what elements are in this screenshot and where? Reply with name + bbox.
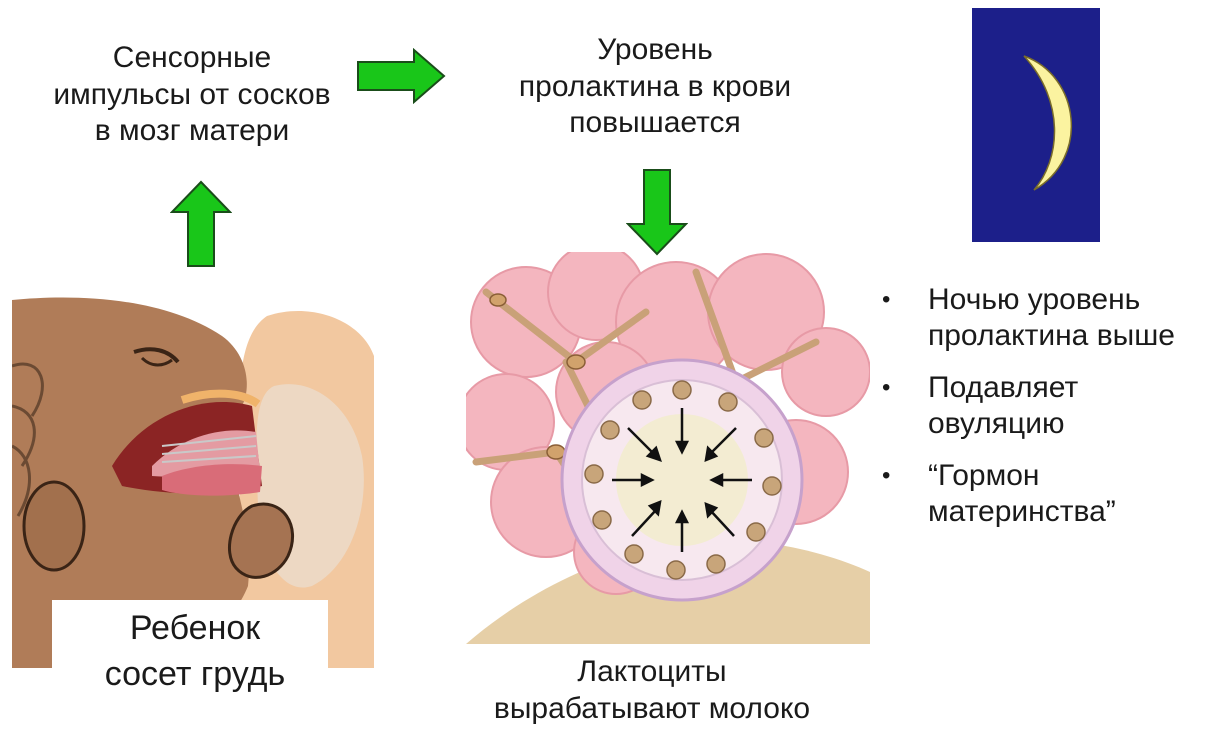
bullet-icon: • bbox=[882, 458, 890, 494]
fact-item-motherhood-hormone: • “Гормон материнства” bbox=[874, 458, 1214, 530]
caption-prolactin-rises: Уровень пролактина в крови повышается bbox=[490, 32, 820, 142]
caption-prolactin-line-3: повышается bbox=[490, 105, 820, 142]
caption-prolactin-line-2: пролактина в крови bbox=[490, 69, 820, 106]
caption-baby-line-2: сосет грудь bbox=[50, 652, 340, 698]
crescent-moon-icon bbox=[972, 8, 1100, 242]
right-arrow-icon bbox=[356, 48, 446, 104]
down-arrow-icon bbox=[626, 168, 688, 256]
caption-lactocytes-produce-milk: Лактоциты вырабатывают молоко bbox=[462, 654, 842, 727]
fact-line-2: пролактина выше bbox=[928, 318, 1214, 354]
facts-list: • Ночью уровень пролактина выше • Подавл… bbox=[874, 282, 1214, 546]
caption-sensory-line-1: Сенсорные bbox=[22, 40, 362, 77]
fact-item-night-level: • Ночью уровень пролактина выше bbox=[874, 282, 1214, 354]
caption-prolactin-line-1: Уровень bbox=[490, 32, 820, 69]
fact-line-2: овуляцию bbox=[928, 406, 1214, 442]
bullet-icon: • bbox=[882, 370, 890, 406]
caption-lactocytes-line-2: вырабатывают молоко bbox=[462, 691, 842, 728]
caption-baby-line-1: Ребенок bbox=[50, 606, 340, 652]
caption-sensory-line-3: в мозг матери bbox=[22, 113, 362, 150]
caption-lactocytes-line-1: Лактоциты bbox=[462, 654, 842, 691]
bullet-icon: • bbox=[882, 282, 890, 318]
lactocytes-alveolus-illustration bbox=[466, 252, 870, 644]
fact-line-2: материнства” bbox=[928, 494, 1214, 530]
up-arrow-icon bbox=[170, 180, 232, 268]
caption-sensory-line-2: импульсы от сосков bbox=[22, 77, 362, 114]
caption-baby-suckles: Ребенок сосет грудь bbox=[50, 606, 340, 698]
fact-line-1: Ночью уровень bbox=[928, 282, 1214, 318]
caption-sensory-impulses: Сенсорные импульсы от сосков в мозг мате… bbox=[22, 40, 362, 150]
night-panel bbox=[972, 8, 1100, 242]
fact-line-1: “Гормон bbox=[928, 458, 1214, 494]
fact-line-1: Подавляет bbox=[928, 370, 1214, 406]
fact-item-suppresses-ovulation: • Подавляет овуляцию bbox=[874, 370, 1214, 442]
